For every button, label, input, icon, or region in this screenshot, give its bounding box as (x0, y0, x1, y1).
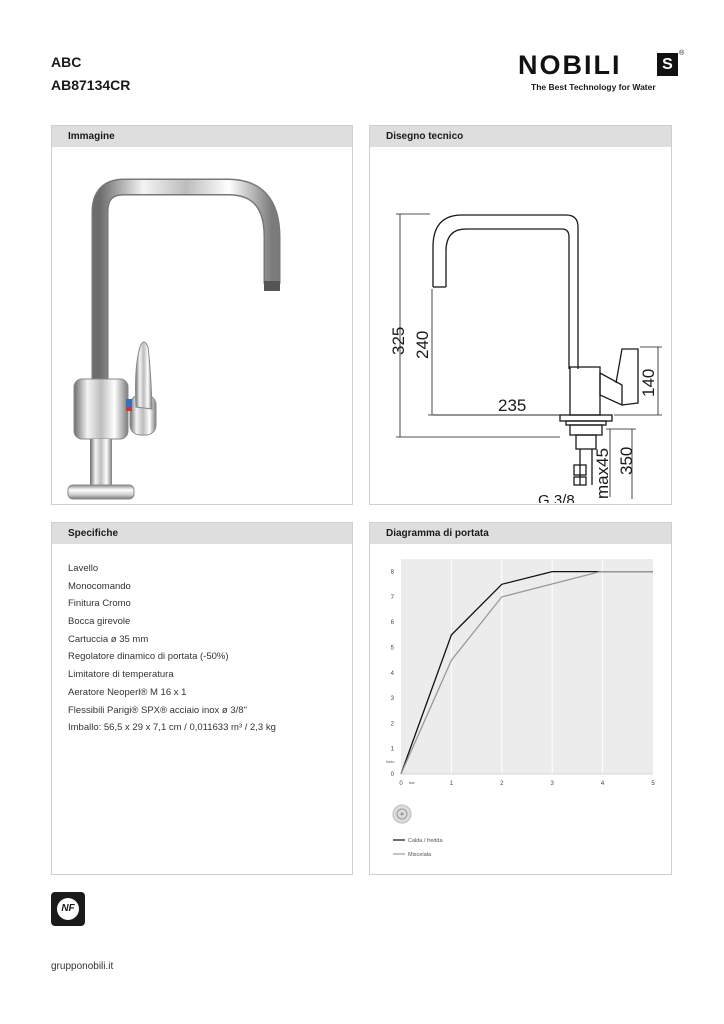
series-line (400, 570, 653, 775)
dim-connection: G 3/8 (538, 492, 575, 503)
y-tick-label: 3 (391, 696, 395, 702)
image-panel: Immagine (51, 125, 353, 505)
x-tick-label: 1 (450, 781, 454, 787)
x-tick-label: 5 (651, 781, 655, 787)
nf-certification-badge: NF (51, 892, 85, 926)
spec-item: Lavello (68, 563, 99, 574)
spout (93, 180, 279, 394)
lever-handle (135, 341, 153, 410)
y-tick-label: 7 (391, 595, 395, 601)
flow-panel-title: Diagramma di portata (370, 523, 671, 544)
drawing-lever-joint (599, 371, 623, 407)
dim-total-height: 325 (389, 327, 408, 355)
y-axis-unit: l/min (386, 759, 394, 764)
drawing-lever (615, 348, 639, 406)
indicator-blue (126, 399, 132, 407)
faucet-base (67, 484, 135, 500)
x-tick-label: 2 (500, 781, 504, 787)
specs-panel-title: Specifiche (52, 523, 352, 544)
flow-diagram-panel: Diagramma di portata 0 1 2 3 4 5 6 7 8 0 1 2 3 4 5 l/… (369, 522, 672, 875)
y-tick-label: 5 (391, 646, 395, 652)
drawing-spout-outer (432, 214, 579, 369)
drawing-body (569, 366, 601, 416)
product-code: AB87134CR (51, 77, 131, 93)
spout-outline (91, 178, 281, 396)
x-tick-label: 0 (399, 781, 403, 787)
technical-drawing-panel: Disegno tecnico (369, 125, 672, 509)
aerator-icon (392, 804, 412, 824)
brand-logo: NOBILI S ® The Best Technology for Water (518, 50, 684, 94)
drawing-panel-title: Disegno tecnico (370, 126, 671, 147)
dim-spout-height: 240 (413, 331, 432, 359)
technical-drawing: 325 240 235 140 350 max45 G 3/8 (389, 213, 662, 509)
y-tick-label: 0 (391, 772, 395, 778)
faucet-stem (90, 439, 112, 489)
dim-reach: 235 (498, 396, 526, 415)
dim-max-thickness: max45 (593, 448, 612, 499)
y-tick-label: 4 (391, 671, 395, 677)
dim-tail-length: 350 (617, 447, 636, 475)
drawing-base (559, 414, 613, 422)
spec-item: Aeratore Neoperl® M 16 x 1 (68, 686, 187, 698)
footer-website: grupponobili.it (51, 961, 114, 972)
spec-item: Finitura Cromo (68, 598, 131, 610)
spec-item: Bocca girevole (68, 616, 131, 628)
spec-item: Imballo: 56,5 x 29 x 7,1 cm / 0,011633 m… (68, 722, 276, 734)
logo-registered: ® (679, 50, 685, 57)
legend-label-blended: Miscelata (408, 852, 432, 858)
logo-badge: S (657, 53, 678, 76)
y-tick-label: 8 (391, 570, 395, 576)
x-tick-label: 4 (601, 781, 605, 787)
spec-item: Limitatore di temperatura (68, 669, 174, 681)
image-panel-title: Immagine (52, 126, 352, 147)
specifications-panel: Specifiche Lavello Monocomando Finitura … (51, 522, 353, 875)
flow-chart: 0 1 2 3 4 5 6 7 8 0 1 2 3 4 5 l/min bar Calda / fredd… (386, 559, 655, 858)
product-series: ABC (51, 54, 82, 70)
indicator-red (126, 407, 132, 411)
faucet-body (73, 378, 129, 440)
x-tick-label: 3 (551, 781, 555, 787)
y-tick-label: 1 (391, 747, 395, 753)
dim-lever-height: 140 (639, 369, 658, 397)
nf-mark: NF (57, 898, 79, 920)
spec-item: Cartuccia ø 35 mm (68, 633, 149, 645)
spec-list: Lavello Monocomando Finitura Cromo Bocca… (68, 560, 276, 737)
faucet-photo (67, 178, 281, 500)
spec-item: Regolatore dinamico di portata (-50%) (68, 651, 229, 663)
y-tick-label: 2 (391, 721, 395, 727)
aerator (264, 281, 280, 291)
y-tick-label: 6 (391, 620, 395, 626)
series-line (400, 570, 653, 775)
brand-tagline: The Best Technology for Water (531, 82, 656, 92)
chart-plot-area (401, 559, 653, 774)
drawing-spout-inner (445, 228, 570, 369)
legend-label-mixed: Calda / fredda (408, 838, 443, 844)
spec-item: Flessibili Parigi® SPX® acciaio inox ø 3… (68, 704, 247, 716)
x-axis-unit: bar (409, 780, 415, 785)
logo-wordmark: NOBILI (518, 50, 622, 80)
spec-item: Monocomando (68, 580, 131, 592)
